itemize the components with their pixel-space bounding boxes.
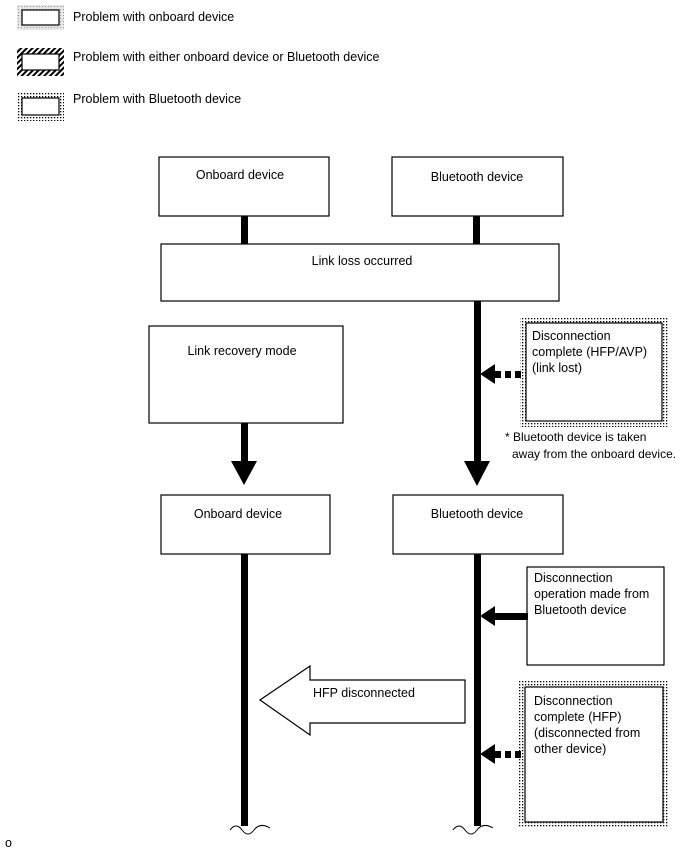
lifelines (229, 215, 494, 835)
corner-mark: o (5, 836, 12, 850)
hfp-disconnected-arrow (258, 664, 466, 737)
legend-either-label: Problem with either onboard device or Bl… (73, 50, 379, 64)
onboard-device-top-box (158, 156, 330, 217)
disconnect-operation-text: Disconnection operation made from Blueto… (534, 571, 653, 617)
bluetooth-device-top-label: Bluetooth device (431, 170, 523, 184)
disconnect-link-lost-text: Disconnection complete (HFP/AVP) (link l… (532, 329, 651, 375)
bluetooth-device-bottom-box (392, 494, 564, 555)
onboard-device-bottom-box (160, 494, 331, 555)
link-recovery-box (148, 325, 344, 424)
arrow-down-bluetooth (464, 461, 490, 486)
footnote: * Bluetooth device is taken away from th… (505, 430, 676, 461)
onboard-lifeline (241, 553, 248, 826)
link-loss-label: Link loss occurred (312, 254, 413, 268)
hfp-disconnected-label: HFP disconnected (313, 686, 415, 700)
bluetooth-device-top-box (391, 156, 564, 217)
link-loss-box (160, 243, 560, 302)
onboard-device-top-label: Onboard device (196, 168, 284, 182)
arrow-left-link-lost (480, 364, 495, 384)
bluetooth-lifeline (474, 553, 481, 826)
arrow-down-onboard (231, 461, 257, 485)
arrow-left-operation (480, 606, 495, 626)
disconnect-other-box (524, 686, 664, 823)
legend-onboard-label: Problem with onboard device (73, 10, 234, 24)
bluetooth-device-bottom-label: Bluetooth device (431, 507, 523, 521)
disconnect-link-lost-box (525, 322, 663, 422)
onboard-device-bottom-label: Onboard device (194, 507, 282, 521)
link-recovery-label: Link recovery mode (187, 344, 296, 358)
legend: Problem with onboard device Problem with… (17, 5, 379, 121)
legend-bluetooth-label: Problem with Bluetooth device (73, 92, 241, 106)
disconnect-other-text: Disconnection complete (HFP) (disconnect… (534, 694, 644, 756)
arrow-left-other (480, 744, 495, 764)
